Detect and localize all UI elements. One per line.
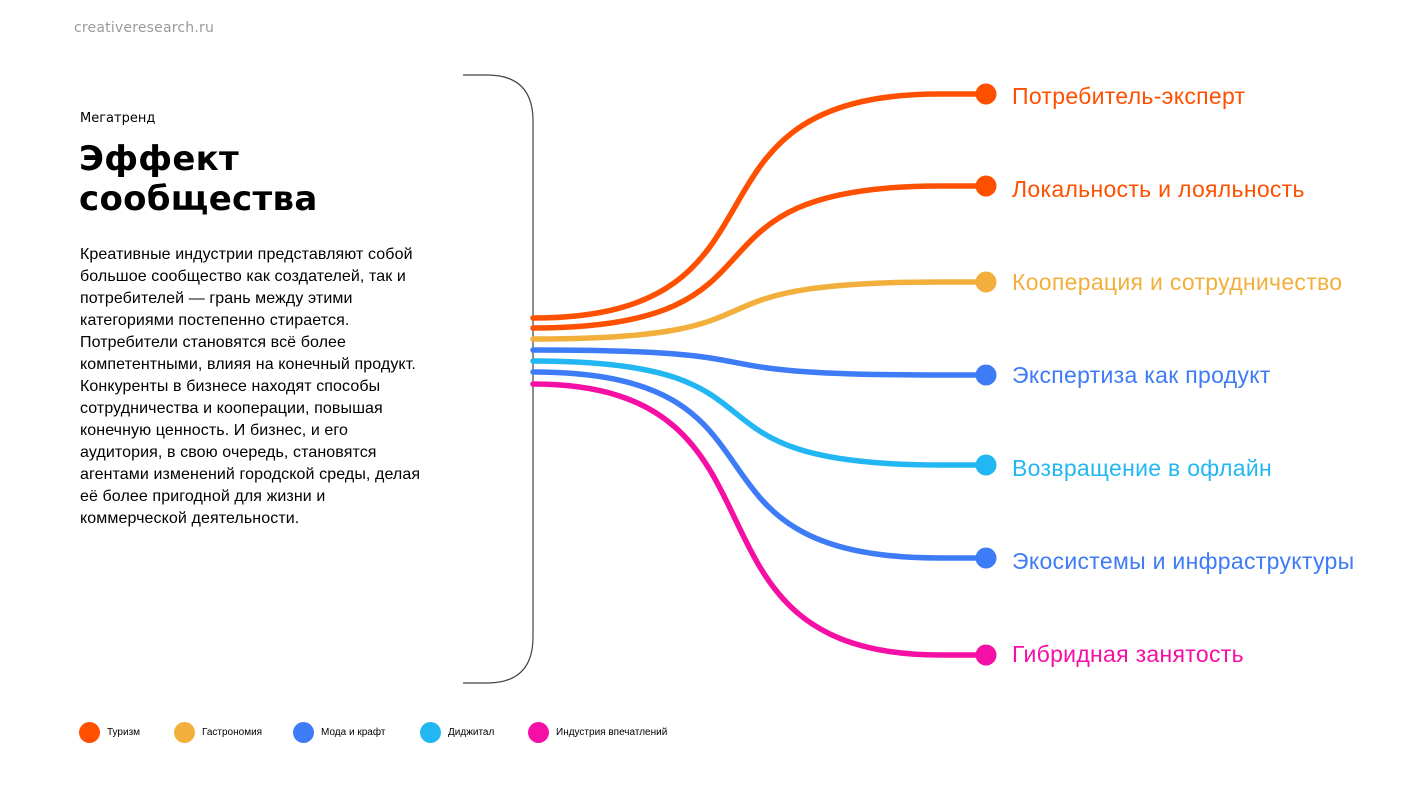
description-line: большое сообщество как создателей, так и bbox=[80, 268, 406, 285]
description: Креативные индустрии представляют собой … bbox=[80, 244, 500, 530]
title-line: Эффект bbox=[79, 139, 240, 179]
trend-curve-ecosystems bbox=[530, 369, 989, 561]
description-line: компетентными, влияя на конечный продукт… bbox=[80, 356, 416, 373]
legend-item-digital: Диджитал bbox=[420, 721, 494, 743]
legend-item-experience-industry: Индустрия впечатлений bbox=[528, 721, 667, 743]
description-line: потребителей — грань между этими bbox=[80, 290, 353, 307]
site-url[interactable]: creativeresearch.ru bbox=[74, 20, 215, 36]
trend-curve-back-offline bbox=[530, 358, 989, 468]
legend-dot bbox=[79, 721, 100, 743]
description-line: коммерческой деятельности. bbox=[80, 510, 300, 527]
description-line: агентами изменений городской среды, дела… bbox=[80, 466, 421, 483]
trend-label-hybrid-work: Гибридная занятость bbox=[1012, 641, 1244, 667]
description-line: категориями постепенно стирается. bbox=[80, 312, 350, 329]
trend-label-locality-loyalty: Локальность и лояльность bbox=[1012, 176, 1305, 202]
trend-dot-locality-loyalty bbox=[975, 175, 997, 197]
legend-item-fashion-craft: Мода и крафт bbox=[293, 721, 385, 743]
trend-dot-ecosystems bbox=[975, 547, 997, 569]
megatrend-eyebrow: Мегатренд bbox=[80, 111, 156, 126]
description-line: аудитория, в свою очередь, становятся bbox=[80, 444, 377, 461]
trend-dot-back-offline bbox=[975, 454, 997, 476]
legend-label: Диджитал bbox=[448, 726, 495, 738]
trend-curve-expertise-product bbox=[530, 347, 989, 378]
description-line: Креативные индустрии представляют собой bbox=[80, 246, 413, 263]
description-line: сотрудничества и кооперации, повышая bbox=[80, 400, 383, 417]
legend-label: Гастрономия bbox=[202, 726, 263, 738]
trend-curve-consumer-expert bbox=[530, 91, 989, 321]
legend-item-tourism: Туризм bbox=[79, 721, 140, 743]
legend-dot bbox=[528, 721, 549, 743]
description-line: её более пригодной для жизни и bbox=[80, 488, 326, 505]
description-line: Потребители становятся всё более bbox=[80, 334, 347, 351]
trend-label-cooperation: Кооперация и сотрудничество bbox=[1012, 269, 1343, 295]
legend-dot bbox=[420, 721, 441, 743]
trend-dots bbox=[975, 83, 997, 666]
trend-label-consumer-expert: Потребитель-эксперт bbox=[1012, 83, 1246, 109]
description-line: конечную ценность. И бизнес, и его bbox=[80, 422, 348, 439]
legend-label: Мода и крафт bbox=[321, 726, 386, 738]
page-title: Эффект сообщества bbox=[79, 139, 479, 219]
trend-dot-cooperation bbox=[975, 271, 997, 293]
legend-dot bbox=[174, 721, 195, 743]
trend-label-expertise-product: Экспертиза как продукт bbox=[1012, 362, 1271, 388]
legend-label: Туризм bbox=[107, 726, 141, 738]
title-line: сообщества bbox=[79, 179, 318, 219]
legend-item-gastronomy: Гастрономия bbox=[174, 721, 262, 743]
trend-dot-expertise-product bbox=[975, 364, 997, 386]
legend-dot bbox=[293, 721, 314, 743]
trend-curve-locality-loyalty bbox=[530, 183, 989, 331]
trend-label-back-offline: Возвращение в офлайн bbox=[1012, 455, 1272, 481]
bracket bbox=[463, 74, 534, 684]
trend-curves bbox=[530, 91, 989, 658]
trend-dot-hybrid-work bbox=[975, 644, 997, 666]
trend-label-ecosystems: Экосистемы и инфраструктуры bbox=[1012, 548, 1355, 574]
legend-label: Индустрия впечатлений bbox=[556, 726, 668, 738]
description-line: Конкуренты в бизнесе находят способы bbox=[80, 378, 381, 395]
trend-curve-cooperation bbox=[530, 279, 989, 342]
trend-curve-hybrid-work bbox=[530, 381, 989, 658]
trend-dot-consumer-expert bbox=[975, 83, 997, 105]
